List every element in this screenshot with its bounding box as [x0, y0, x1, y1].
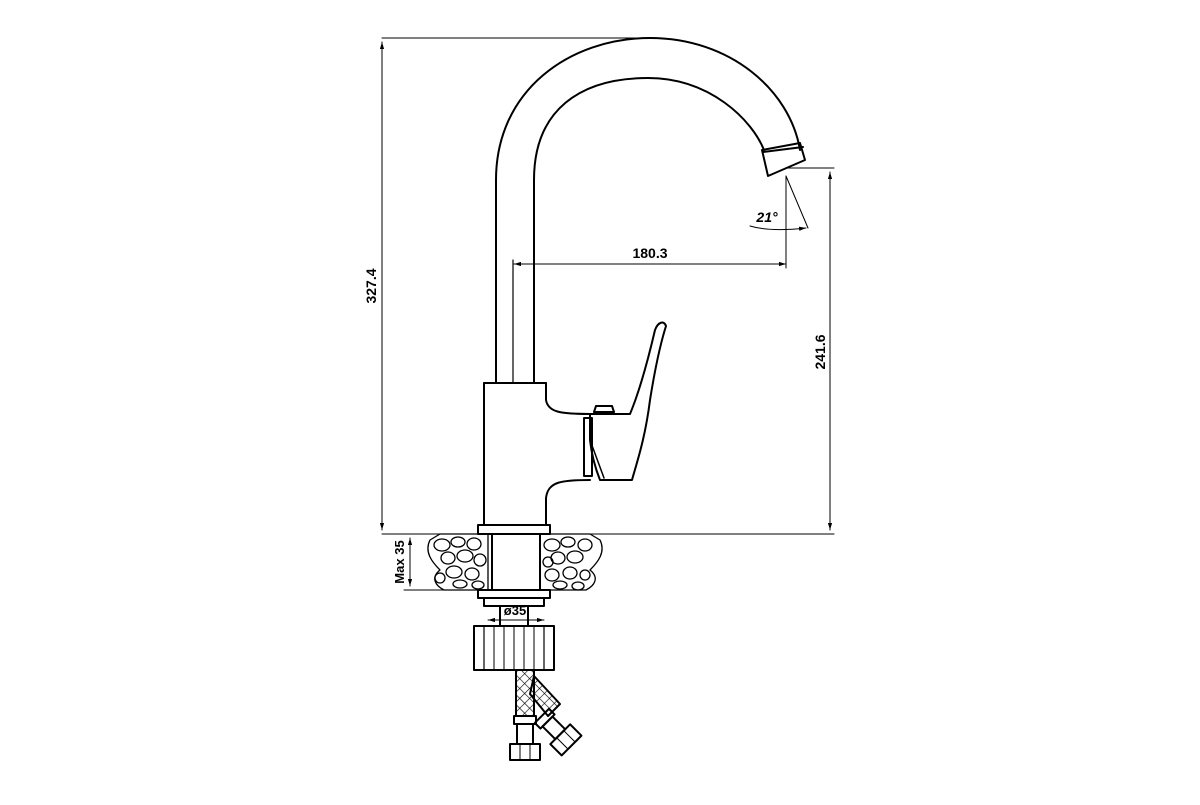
base-plate [477, 524, 551, 535]
dim-max-countertop: Max 35 [392, 540, 407, 583]
dim-spout-reach: 180.3 [632, 245, 667, 261]
dim-spout-angle: 21° [755, 209, 778, 225]
hose-right-nut [549, 723, 583, 757]
mounting-shank [477, 533, 551, 627]
hose-right [529, 675, 561, 717]
dim-hole-diameter: ø35 [504, 603, 526, 618]
dimension-lines [379, 37, 835, 623]
hose-left-nut [509, 743, 541, 761]
countertop-section [427, 533, 603, 591]
mounting-nut [473, 625, 555, 671]
spout-aerator [761, 142, 806, 177]
faucet-body [483, 382, 593, 526]
supply-hoses [509, 669, 583, 761]
lever-handle [589, 321, 667, 481]
dim-total-height: 327.4 [363, 268, 379, 303]
dim-spout-height: 241.6 [812, 334, 828, 369]
